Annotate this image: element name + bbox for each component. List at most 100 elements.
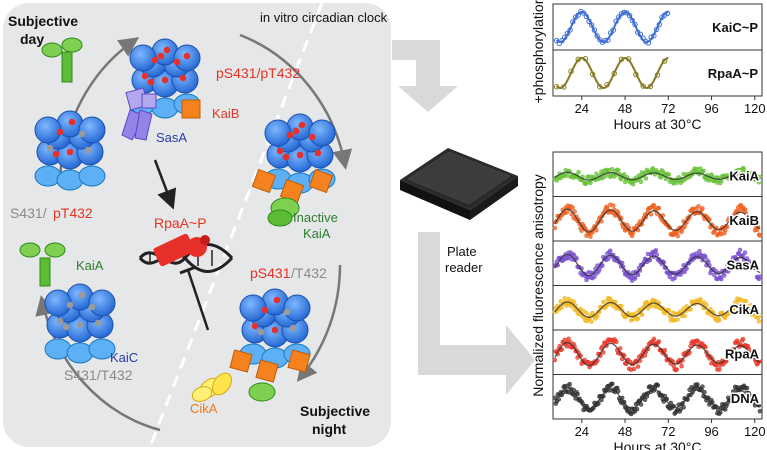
bottom-series-point	[672, 275, 677, 281]
top-series-point	[575, 12, 581, 18]
bottom-series-point	[638, 179, 644, 185]
bottom-series-point	[737, 247, 743, 253]
top-series-point	[647, 83, 653, 90]
bottom-series-point	[719, 276, 724, 282]
bottom-series-fit	[554, 387, 761, 410]
top-series-point	[582, 56, 589, 62]
label-t432: /T432	[291, 265, 327, 281]
bottom-series-point	[756, 319, 762, 324]
subjective-day-line1: Subjective	[8, 13, 78, 29]
bottom-series-point	[564, 210, 569, 215]
bottom-series-point	[552, 225, 558, 231]
bottom-series-point	[656, 339, 662, 344]
subjective-night-line2: night	[312, 421, 347, 437]
bottom-series-point	[740, 336, 746, 342]
top-series-point	[640, 35, 646, 41]
inactive-kaia-icon	[267, 209, 293, 227]
bottom-series-point	[610, 381, 615, 387]
rpaa-molecule-icon	[153, 233, 210, 267]
bottom-series-point	[703, 344, 708, 350]
bottom-series-point	[651, 336, 657, 342]
bottom-series-point	[574, 256, 579, 261]
bottom-series-point	[722, 228, 728, 233]
bottom-series-point	[579, 228, 584, 234]
bottom-series-point	[634, 406, 640, 412]
kaia-icon	[248, 382, 276, 402]
bottom-series-point	[695, 382, 700, 387]
bottom-series-point	[679, 364, 684, 369]
bottom-series-fit	[554, 301, 761, 318]
bottom-series-point	[703, 254, 708, 260]
top-series-point	[613, 18, 619, 24]
top-series-point	[607, 30, 614, 36]
bottom-axis-tick-label: 24	[575, 424, 589, 439]
label-s431-t432: S431/T432	[64, 367, 133, 383]
subjective-night-line1: Subjective	[300, 403, 370, 419]
bottom-series-point	[594, 228, 599, 233]
top-series-point	[616, 14, 622, 20]
top-series-point	[553, 37, 560, 44]
bottom-series-point	[725, 269, 731, 274]
top-series-point	[575, 56, 581, 62]
bottom-series-fit	[554, 171, 761, 181]
bottom-row-label: KaiA	[729, 168, 759, 183]
top-axis-tick-label: 96	[704, 101, 718, 116]
bottom-series-point	[662, 347, 668, 353]
top-axis-tick-label: 48	[618, 101, 632, 116]
top-series-point	[632, 21, 638, 28]
bottom-series-point	[658, 175, 664, 180]
bottom-series-point	[581, 308, 586, 314]
label-kaic: KaiC	[110, 350, 138, 365]
kaib-icon	[181, 99, 201, 119]
top-series-point	[556, 40, 563, 47]
inhibition-line	[186, 269, 210, 331]
top-series-point	[564, 30, 571, 37]
bottom-series-point	[589, 319, 594, 324]
inhibition-bar	[179, 265, 197, 275]
cycle-arrow-bottom-right	[296, 264, 342, 382]
label-kaia: KaiA	[76, 258, 104, 273]
flow-arrow-to-plate	[392, 40, 458, 112]
bottom-series-point	[630, 182, 636, 187]
bottom-series-point	[562, 337, 567, 343]
bottom-series-point	[718, 410, 723, 415]
bottom-series-point	[717, 367, 722, 372]
kaib-icon	[287, 349, 311, 373]
bottom-series-point	[700, 384, 705, 389]
bottom-axis-tick-label: 72	[661, 424, 675, 439]
label-rpaa-p: RpaA~P	[154, 215, 207, 231]
top-series-point	[567, 27, 573, 33]
top-series-point	[553, 84, 560, 90]
bottom-series-point	[595, 314, 600, 319]
plate-icon	[400, 148, 518, 220]
bottom-series-point	[601, 299, 606, 305]
top-series-point	[605, 37, 611, 43]
bottom-series-point	[674, 367, 679, 372]
bottom-series-point	[728, 170, 734, 175]
bottom-series-point	[639, 312, 645, 318]
bottom-series-point	[608, 248, 613, 253]
bottom-series-point	[613, 339, 619, 345]
top-series-point	[602, 37, 608, 44]
top-series-point	[589, 22, 595, 28]
bottom-series-point	[717, 318, 722, 323]
top-series-line	[555, 56, 669, 90]
top-row-label: KaiC~P	[712, 20, 758, 35]
bottom-series-fit	[554, 208, 761, 233]
top-series-point	[604, 82, 610, 88]
top-row-label: RpaA~P	[708, 66, 759, 81]
top-series-point	[654, 72, 661, 78]
bottom-series-point	[757, 408, 763, 414]
top-series-point	[597, 84, 603, 90]
activation-arrow	[153, 159, 177, 210]
top-series-point	[625, 56, 632, 62]
top-series-point	[664, 10, 671, 16]
bottom-series-point	[635, 272, 641, 278]
bottom-series-point	[675, 317, 680, 322]
bottom-series-point	[688, 307, 693, 312]
bottom-series-point	[684, 266, 689, 271]
kaib-icon	[308, 168, 334, 194]
bottom-series-point	[588, 234, 593, 239]
